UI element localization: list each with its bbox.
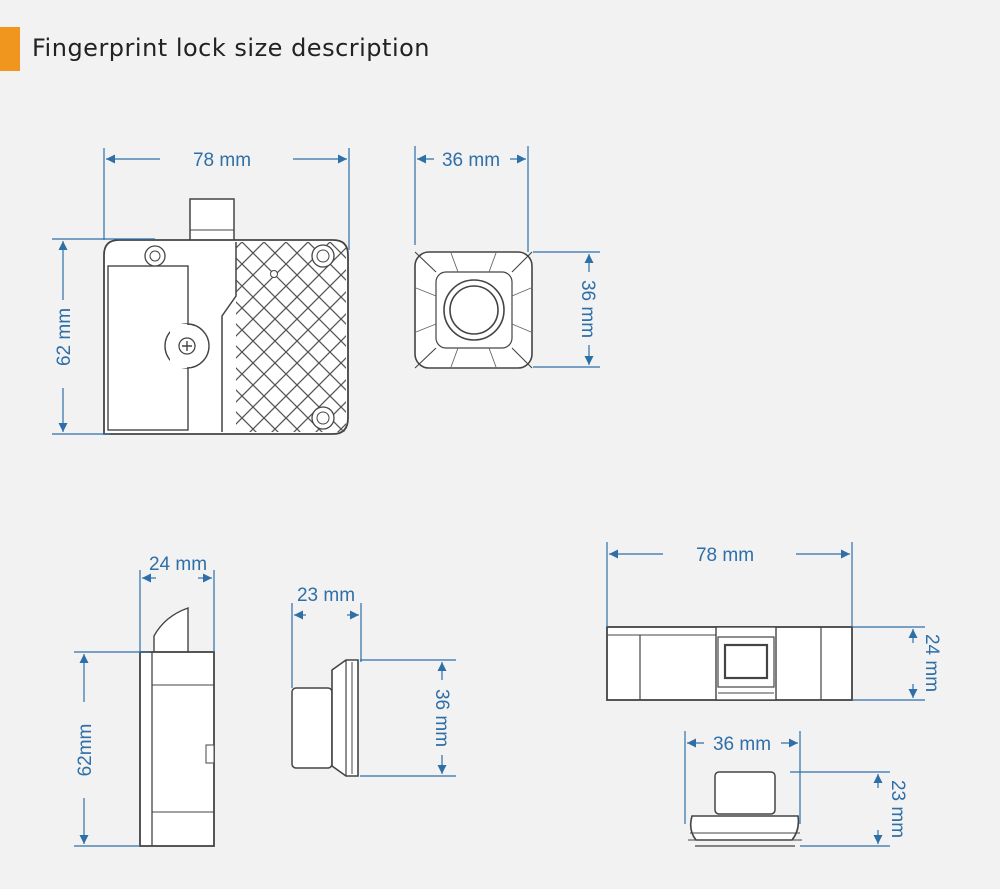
- grip-texture: [236, 242, 346, 432]
- fingerprint-sensor-icon: [449, 285, 499, 335]
- side-view: [139, 607, 215, 847]
- side-width-label: 24 mm: [149, 554, 207, 575]
- sensor-top-view: [688, 771, 802, 847]
- top-width-label: 78 mm: [696, 545, 754, 566]
- top-height-label: 24 mm: [921, 634, 942, 692]
- mount-hole: [311, 406, 335, 430]
- latch-hook: [153, 607, 189, 652]
- front-width-label: 78 mm: [193, 150, 251, 171]
- indicator-led: [270, 270, 278, 278]
- front-dimensions: [52, 148, 350, 435]
- sensor-side-view: [291, 659, 359, 777]
- sensor-front-dimensions: [414, 146, 600, 368]
- sensor-side-height-label: 36 mm: [431, 689, 452, 747]
- usb-port-top: [189, 198, 235, 242]
- sensor-top-dimensions: [684, 731, 890, 847]
- top-dimensions: [606, 542, 925, 701]
- sensor-side-dimensions: [291, 603, 456, 777]
- top-view: [606, 626, 853, 701]
- side-height-label: 62mm: [75, 724, 96, 777]
- page-title: Fingerprint lock size description: [32, 34, 431, 62]
- mount-hole: [144, 245, 166, 267]
- sensor-front-width-label: 36 mm: [442, 150, 500, 171]
- fingerprint-window-icon: [723, 643, 769, 680]
- front-view: [103, 198, 349, 435]
- sensor-top-width-label: 36 mm: [713, 734, 771, 755]
- sensor-front-height-label: 36 mm: [577, 280, 598, 338]
- header-accent-bar: [0, 27, 20, 71]
- front-height-label: 62 mm: [54, 308, 75, 366]
- sensor-front-view: [414, 251, 533, 369]
- side-dimensions: [74, 570, 215, 847]
- mount-hole: [311, 244, 335, 268]
- sensor-side-width-label: 23 mm: [297, 585, 355, 606]
- sensor-top-height-label: 23 mm: [887, 780, 908, 838]
